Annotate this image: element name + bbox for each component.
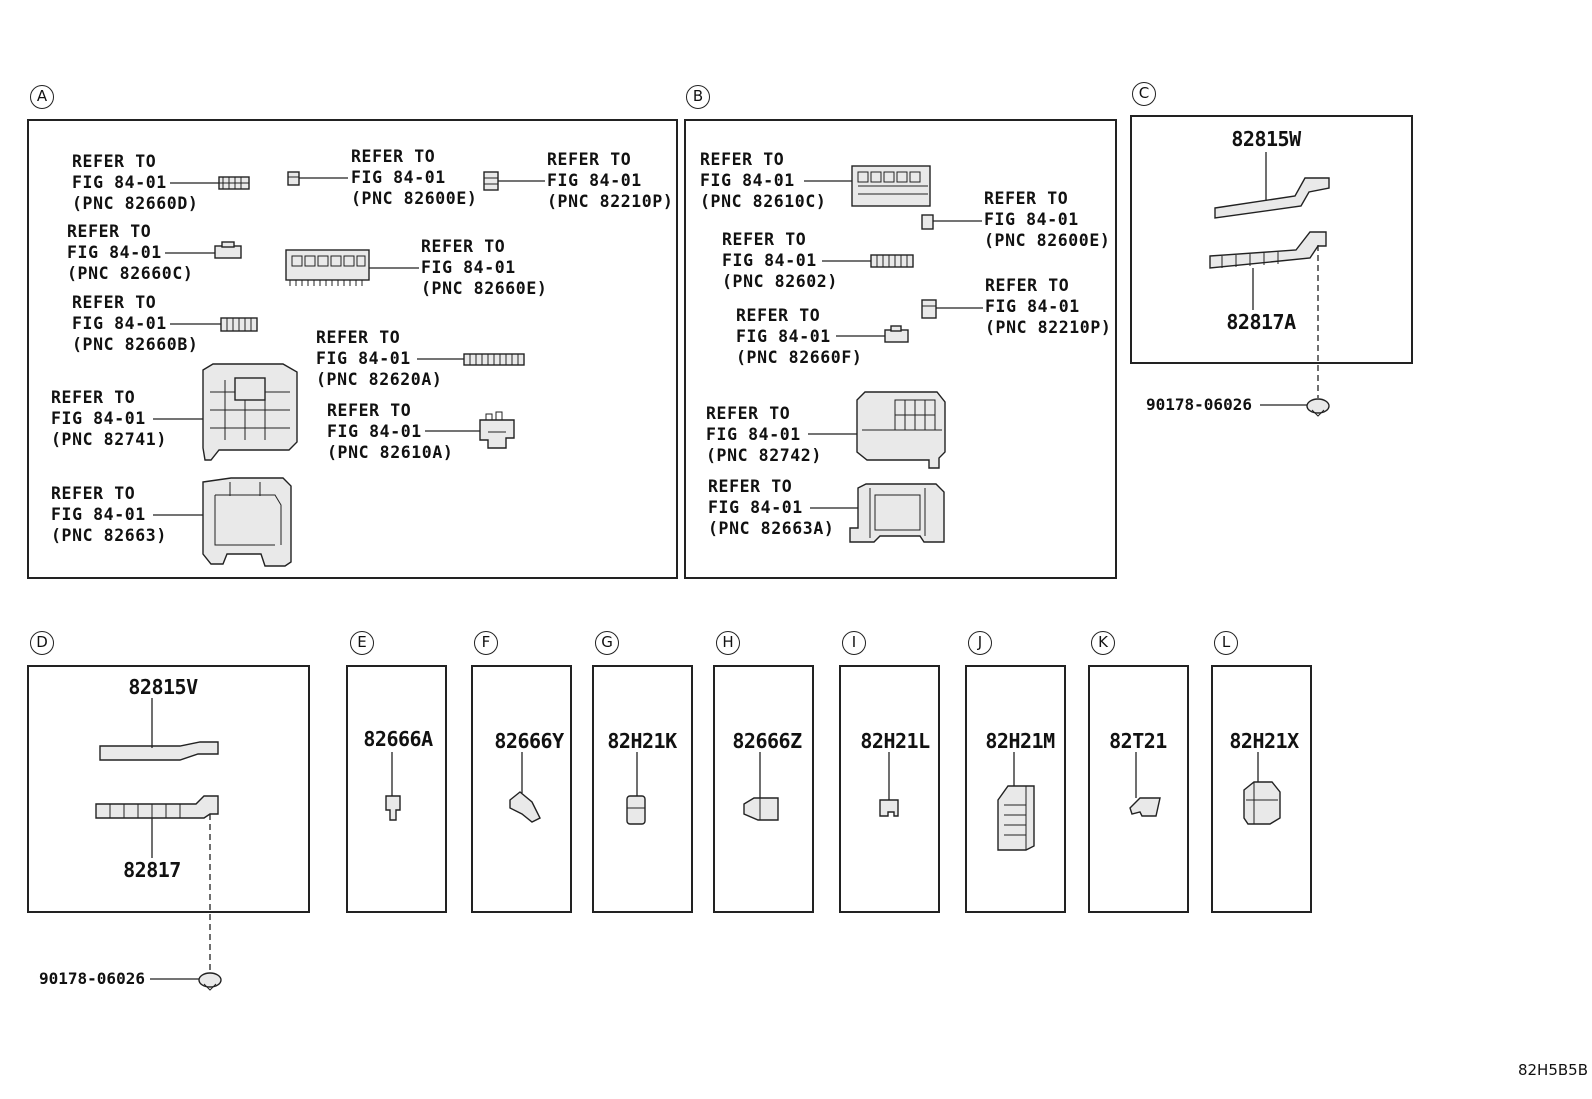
bracket-82815w-icon	[1214, 152, 1330, 219]
section-g-frame	[592, 665, 693, 913]
connector-82602-icon	[870, 254, 914, 268]
section-label-g: G	[595, 631, 619, 655]
section-label-b: B	[686, 85, 710, 109]
connector-82660c-icon	[214, 241, 242, 259]
connector-82610a-icon	[479, 411, 515, 449]
clip-90178-06026-d-icon	[150, 972, 222, 991]
part-number-82666a: 82666A	[363, 727, 433, 751]
section-label-k: K	[1091, 631, 1115, 655]
part-82t21-icon	[1129, 752, 1161, 817]
clip-part-number: 90178-06026	[39, 969, 145, 988]
part-number-82h21x: 82H21X	[1229, 729, 1299, 753]
part-number-82h21k: 82H21K	[607, 729, 677, 753]
relay-block-82610c-icon	[851, 165, 931, 207]
section-k-frame	[1088, 665, 1189, 913]
connector-82600e-b-icon	[921, 214, 934, 230]
section-label-c: C	[1132, 82, 1156, 106]
part-82666z-icon	[743, 752, 779, 821]
drawing-code: 82H5B5B	[1517, 1061, 1588, 1079]
bracket-82815v-icon	[99, 698, 219, 761]
part-number-82817: 82817	[123, 858, 181, 882]
relay-block-82742-icon	[856, 391, 946, 469]
part-82h21m-icon	[997, 752, 1035, 851]
leader-lines-b	[804, 180, 983, 509]
part-number-82815w: 82815W	[1231, 127, 1301, 151]
fuse-block-82660e-icon	[285, 249, 370, 286]
section-e-frame	[346, 665, 447, 913]
part-number-82815v: 82815V	[128, 675, 198, 699]
connector-82600e-icon	[287, 171, 300, 186]
section-label-a: A	[30, 85, 54, 109]
part-number-82h21m: 82H21M	[985, 729, 1055, 753]
section-label-h: H	[716, 631, 740, 655]
part-82666y-icon	[509, 752, 541, 823]
section-label-d: D	[30, 631, 54, 655]
box-lower-82663-icon	[202, 477, 292, 567]
clip-part-number: 90178-06026	[1146, 395, 1252, 414]
relay-block-82741-icon	[202, 363, 298, 461]
section-b-frame	[684, 119, 1117, 579]
section-label-f: F	[474, 631, 498, 655]
bracket-82817a-icon	[1209, 231, 1327, 398]
bracket-82817-icon	[95, 795, 219, 972]
section-c-frame	[1130, 115, 1413, 364]
connector-82210p-b-icon	[921, 299, 937, 319]
section-h-frame	[713, 665, 814, 913]
section-label-j: J	[968, 631, 992, 655]
part-number-82t21: 82T21	[1109, 729, 1167, 753]
connector-82660f-icon	[884, 325, 909, 343]
connector-82660b-icon	[220, 317, 258, 332]
section-l-frame	[1211, 665, 1312, 913]
section-label-i: I	[842, 631, 866, 655]
clip-90178-06026-c-icon	[1260, 398, 1330, 417]
section-j-frame	[965, 665, 1066, 913]
leader-lines-a	[153, 177, 545, 516]
part-number-82666y: 82666Y	[494, 729, 564, 753]
part-82666a-icon	[385, 752, 401, 821]
part-number-82h21l: 82H21L	[860, 729, 930, 753]
terminal-strip-82620a-icon	[463, 353, 525, 366]
section-label-e: E	[350, 631, 374, 655]
section-a-frame	[27, 119, 678, 579]
part-number-82666z: 82666Z	[732, 729, 802, 753]
section-i-frame	[839, 665, 940, 913]
connector-82210p-icon	[483, 171, 499, 191]
part-82h21k-icon	[626, 752, 646, 825]
box-lower-82663a-icon	[849, 483, 945, 543]
part-82h21x-icon	[1243, 752, 1281, 825]
part-number-82817a: 82817A	[1226, 310, 1296, 334]
section-label-l: L	[1214, 631, 1238, 655]
part-82h21l-icon	[879, 752, 899, 817]
section-d-frame	[27, 665, 310, 913]
connector-82660d-icon	[218, 176, 250, 190]
section-f-frame	[471, 665, 572, 913]
